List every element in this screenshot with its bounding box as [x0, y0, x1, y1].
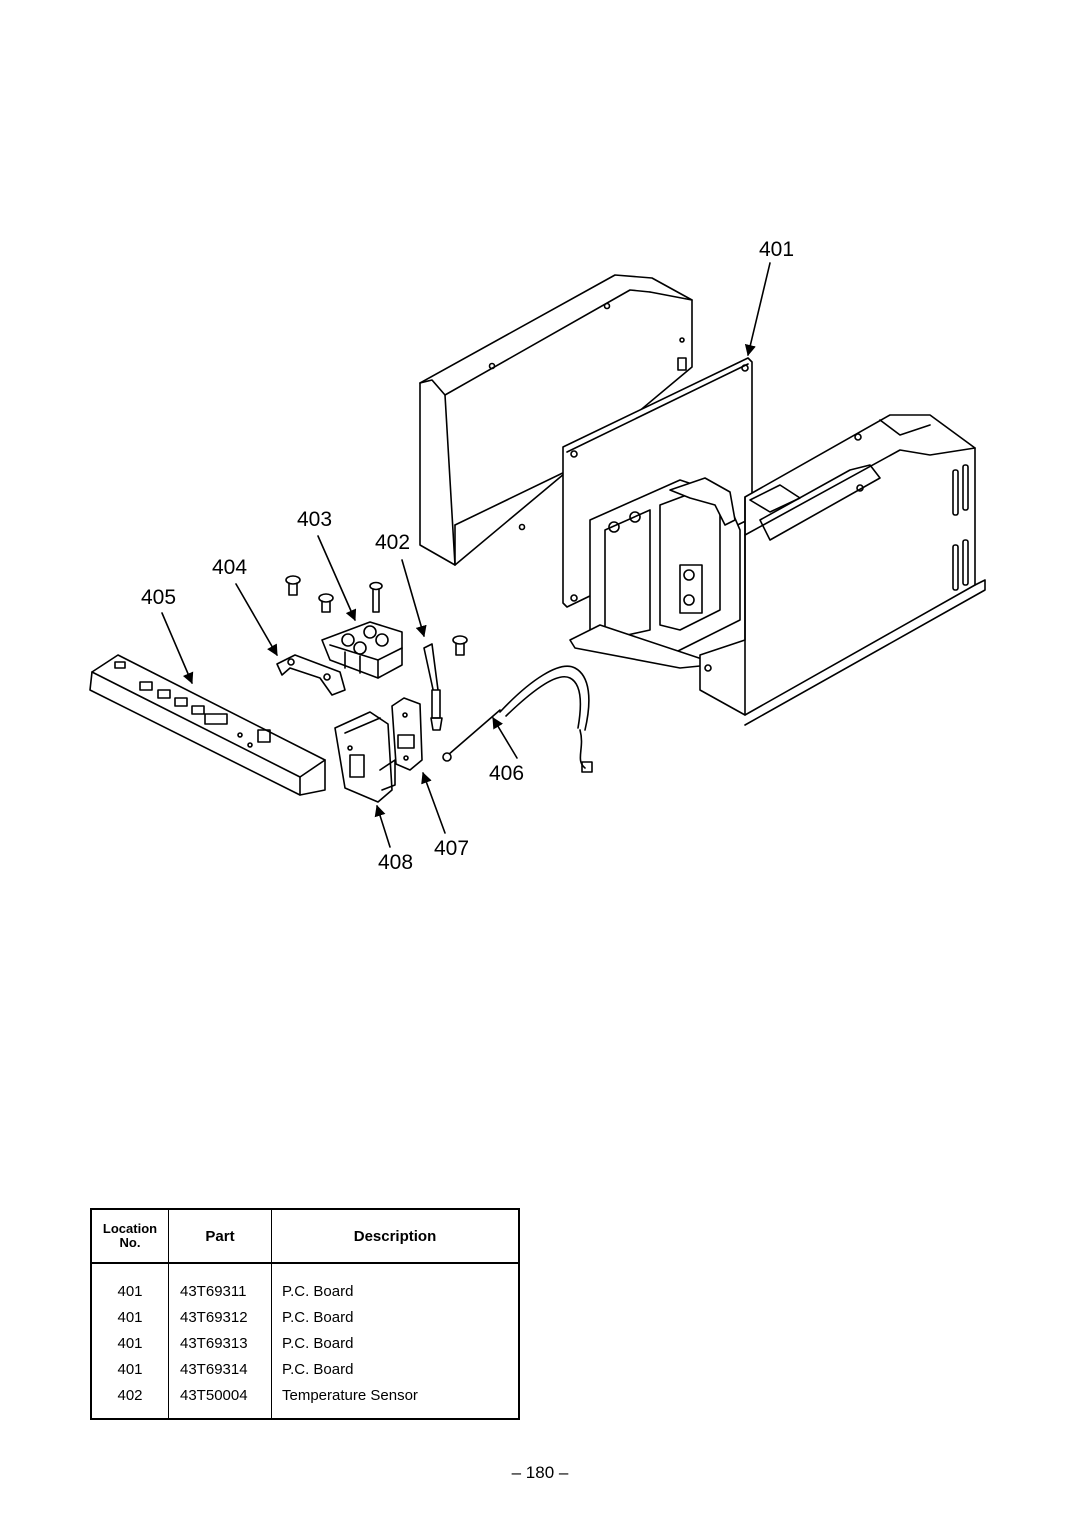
callout-401: 401	[759, 238, 795, 261]
sensor-holder-408	[334, 711, 396, 803]
holder-plate-407	[391, 697, 423, 771]
header-part: Part	[168, 1209, 272, 1264]
cell-location: 401	[117, 1360, 143, 1378]
table-row: 401 43T69312 P.C. Board	[91, 1304, 519, 1330]
callout-406: 406	[489, 762, 525, 785]
terminal-bracket	[569, 477, 741, 669]
cell-description: P.C. Board	[271, 1304, 519, 1330]
cell-part: 43T69311	[168, 1263, 272, 1304]
screw-3	[369, 581, 383, 613]
callout-405: 405	[141, 586, 177, 609]
header-location-no: Location No.	[91, 1209, 169, 1264]
leader-407	[421, 771, 446, 834]
header-location-line1: Location	[102, 1221, 158, 1237]
cell-location: 402	[117, 1386, 143, 1404]
cell-part: 43T69314	[168, 1356, 272, 1382]
cell-location: 401	[117, 1334, 143, 1352]
callout-402: 402	[375, 531, 411, 554]
terminal-block-403	[321, 621, 403, 679]
callout-408: 408	[378, 851, 414, 874]
cell-description: P.C. Board	[271, 1356, 519, 1382]
header-location-line2: No.	[119, 1235, 141, 1250]
page-number: – 180 –	[511, 1463, 569, 1482]
cell-location: 401	[117, 1282, 143, 1300]
screw-group	[285, 575, 468, 656]
callout-404: 404	[212, 556, 248, 579]
cord-clamp-404	[276, 654, 346, 696]
screw-1	[285, 575, 301, 596]
cell-part: 43T69312	[168, 1304, 272, 1330]
callout-403: 403	[297, 508, 333, 531]
screw-4	[452, 635, 468, 656]
cell-part: 43T50004	[168, 1382, 272, 1419]
exploded-parts-diagram	[89, 262, 986, 848]
callout-407: 407	[434, 837, 470, 860]
table-row: 401 43T69314 P.C. Board	[91, 1356, 519, 1382]
display-board-405	[89, 654, 326, 796]
table-row: 401 43T69311 P.C. Board	[91, 1263, 519, 1304]
parts-table-header: Location No. Part Description	[91, 1209, 519, 1264]
cell-description: P.C. Board	[271, 1330, 519, 1356]
leader-405	[161, 612, 194, 685]
chassis-base	[699, 414, 986, 726]
leader-404	[235, 583, 278, 656]
leader-402	[401, 559, 427, 638]
cell-description: P.C. Board	[271, 1263, 519, 1304]
table-row: 401 43T69313 P.C. Board	[91, 1330, 519, 1356]
leader-403	[317, 535, 357, 622]
leader-408	[374, 804, 391, 848]
parts-table: Location No. Part Description 401 43T693…	[90, 1208, 520, 1420]
temperature-sensor-402	[423, 643, 443, 731]
cell-description: Temperature Sensor	[271, 1382, 519, 1419]
leader-lines	[161, 262, 771, 848]
screw-2	[318, 593, 334, 613]
leader-401	[744, 262, 771, 357]
sensor-cable-406	[442, 665, 593, 773]
header-description: Description	[271, 1209, 519, 1264]
table-row: 402 43T50004 Temperature Sensor	[91, 1382, 519, 1419]
cell-location: 401	[117, 1308, 143, 1326]
leader-406	[492, 717, 518, 759]
cell-part: 43T69313	[168, 1330, 272, 1356]
